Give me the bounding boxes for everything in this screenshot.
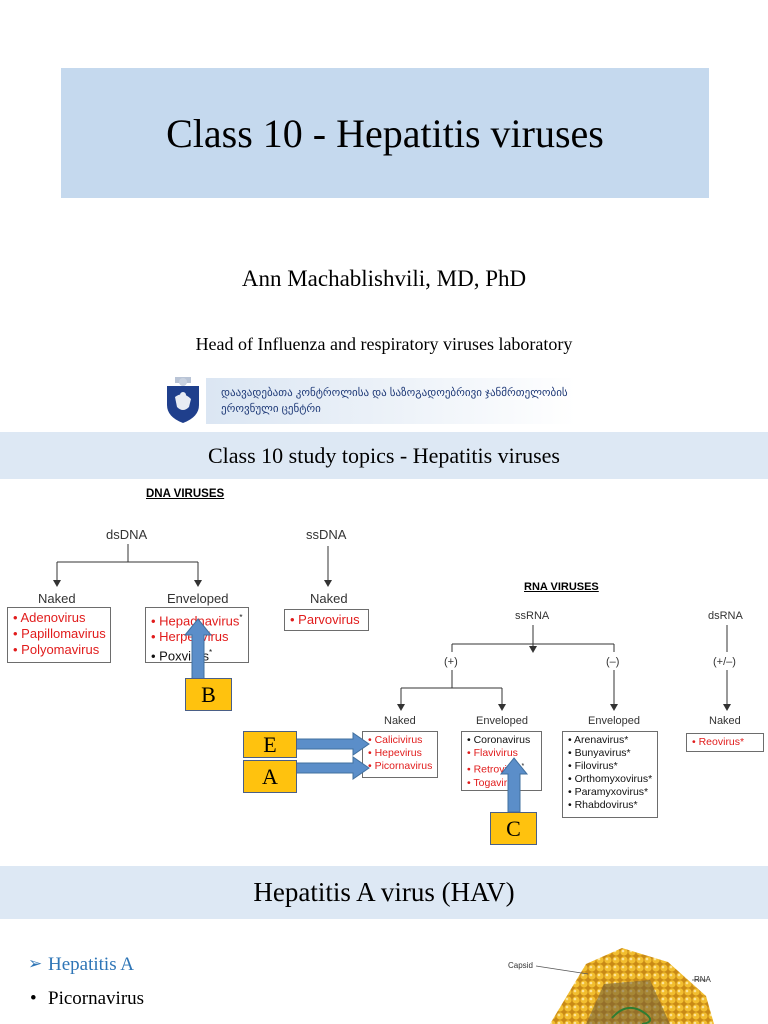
list-item: • Togavirus	[467, 776, 519, 789]
dna-enveloped-label: Enveloped	[167, 591, 229, 606]
slide-title: Class 10 - Hepatitis viruses	[166, 110, 604, 156]
logo-text-line1: დაავადებათა კონტროლისა და საზოგადოებრივი…	[221, 387, 568, 399]
section-heading-study-topics: Class 10 study topics - Hepatitis viruse…	[0, 432, 768, 479]
marker-e: E	[243, 731, 297, 758]
dna-naked-label: Naked	[38, 591, 76, 606]
list-item: • Rhabdovirus*	[568, 799, 638, 811]
arrow-right-icon	[295, 732, 370, 756]
rna-label: RNA	[694, 975, 711, 984]
ssrna-minus-label: (–)	[606, 656, 620, 668]
marker-a: A	[243, 760, 297, 793]
marker-b: B	[185, 678, 232, 711]
dsrna-naked-label: Naked	[709, 715, 741, 727]
ssdna-naked-label: Naked	[310, 591, 348, 606]
list-item: • Hepevirus	[368, 747, 422, 759]
bullet-picornavirus: Picornavirus	[48, 988, 145, 1009]
ncdc-shield-icon	[167, 377, 199, 423]
dna-viruses-heading: DNA VIRUSES	[146, 488, 225, 500]
list-item: • Calicivirus	[368, 734, 423, 746]
author-affiliation: Head of Influenza and respiratory viruse…	[195, 334, 573, 354]
capsid-label: Capsid	[508, 961, 533, 970]
dsrna-label: dsRNA	[708, 610, 743, 622]
dna-naked-box: • Adenovirus • Papillomavirus • Polyomav…	[7, 607, 111, 663]
list-item: • Adenovirus	[13, 610, 86, 625]
list-item: • Paramyxovirus*	[568, 786, 649, 798]
author-name: Ann Machablishvili, MD, PhD	[241, 266, 527, 291]
ssrna-label: ssRNA	[515, 610, 550, 622]
rna-minus-enveloped-box: • Arenavirus* • Bunyavirus* • Filovirus*…	[562, 731, 658, 818]
list-item: • Reovirus*	[692, 736, 745, 748]
arrow-up-icon	[183, 618, 213, 681]
rna-naked-box: • Calicivirus • Hepevirus • Picornavirus	[362, 731, 438, 778]
ssdna-box: • Parvovirus	[284, 609, 369, 631]
list-item: • Orthomyxovirus*	[568, 773, 653, 785]
dsdna-label: dsDNA	[106, 527, 148, 542]
rna-plus-enveloped-label: Enveloped	[476, 715, 528, 727]
list-item: • Bunyavirus*	[568, 747, 631, 759]
list-item: • Hepadnavirus*	[151, 613, 243, 629]
arrow-up-icon	[499, 757, 529, 813]
logo-text-line2: ეროვნული ცენტრი	[221, 403, 321, 415]
rna-minus-enveloped-label: Enveloped	[588, 715, 640, 727]
dot-bullet-icon: •	[30, 988, 37, 1009]
rna-plus-enveloped-box: • Coronavirus • Flavivirus • Retrovirus*…	[461, 731, 542, 791]
bullet-hepatitis-a: Hepatitis A	[48, 954, 135, 975]
list-item: • Polyomavirus	[13, 642, 100, 657]
title-banner	[61, 68, 709, 198]
rna-viruses-heading: RNA VIRUSES	[524, 581, 599, 593]
list-item: • Flavivirus	[467, 747, 518, 759]
rna-naked-label: Naked	[384, 715, 416, 727]
virus-capsid-illustration	[535, 948, 714, 1024]
dsrna-plusminus-label: (+/–)	[713, 656, 736, 668]
logo-banner	[206, 378, 576, 424]
list-item: • Papillomavirus	[13, 626, 106, 641]
list-item: • Filovirus*	[568, 760, 618, 772]
ssrna-plus-label: (+)	[444, 656, 458, 668]
list-item: • Parvovirus	[290, 612, 360, 627]
section-heading-hav: Hepatitis A virus (HAV)	[0, 866, 768, 919]
list-item: • Picornavirus	[368, 760, 433, 772]
list-item: • Coronavirus	[467, 734, 531, 746]
arrow-bullet-icon: ➢	[28, 954, 43, 973]
arrow-right-icon	[295, 756, 370, 780]
ssdna-label: ssDNA	[306, 527, 347, 542]
dsrna-box: • Reovirus*	[686, 733, 764, 752]
marker-c: C	[490, 812, 537, 845]
list-item: • Arenavirus*	[568, 734, 629, 746]
